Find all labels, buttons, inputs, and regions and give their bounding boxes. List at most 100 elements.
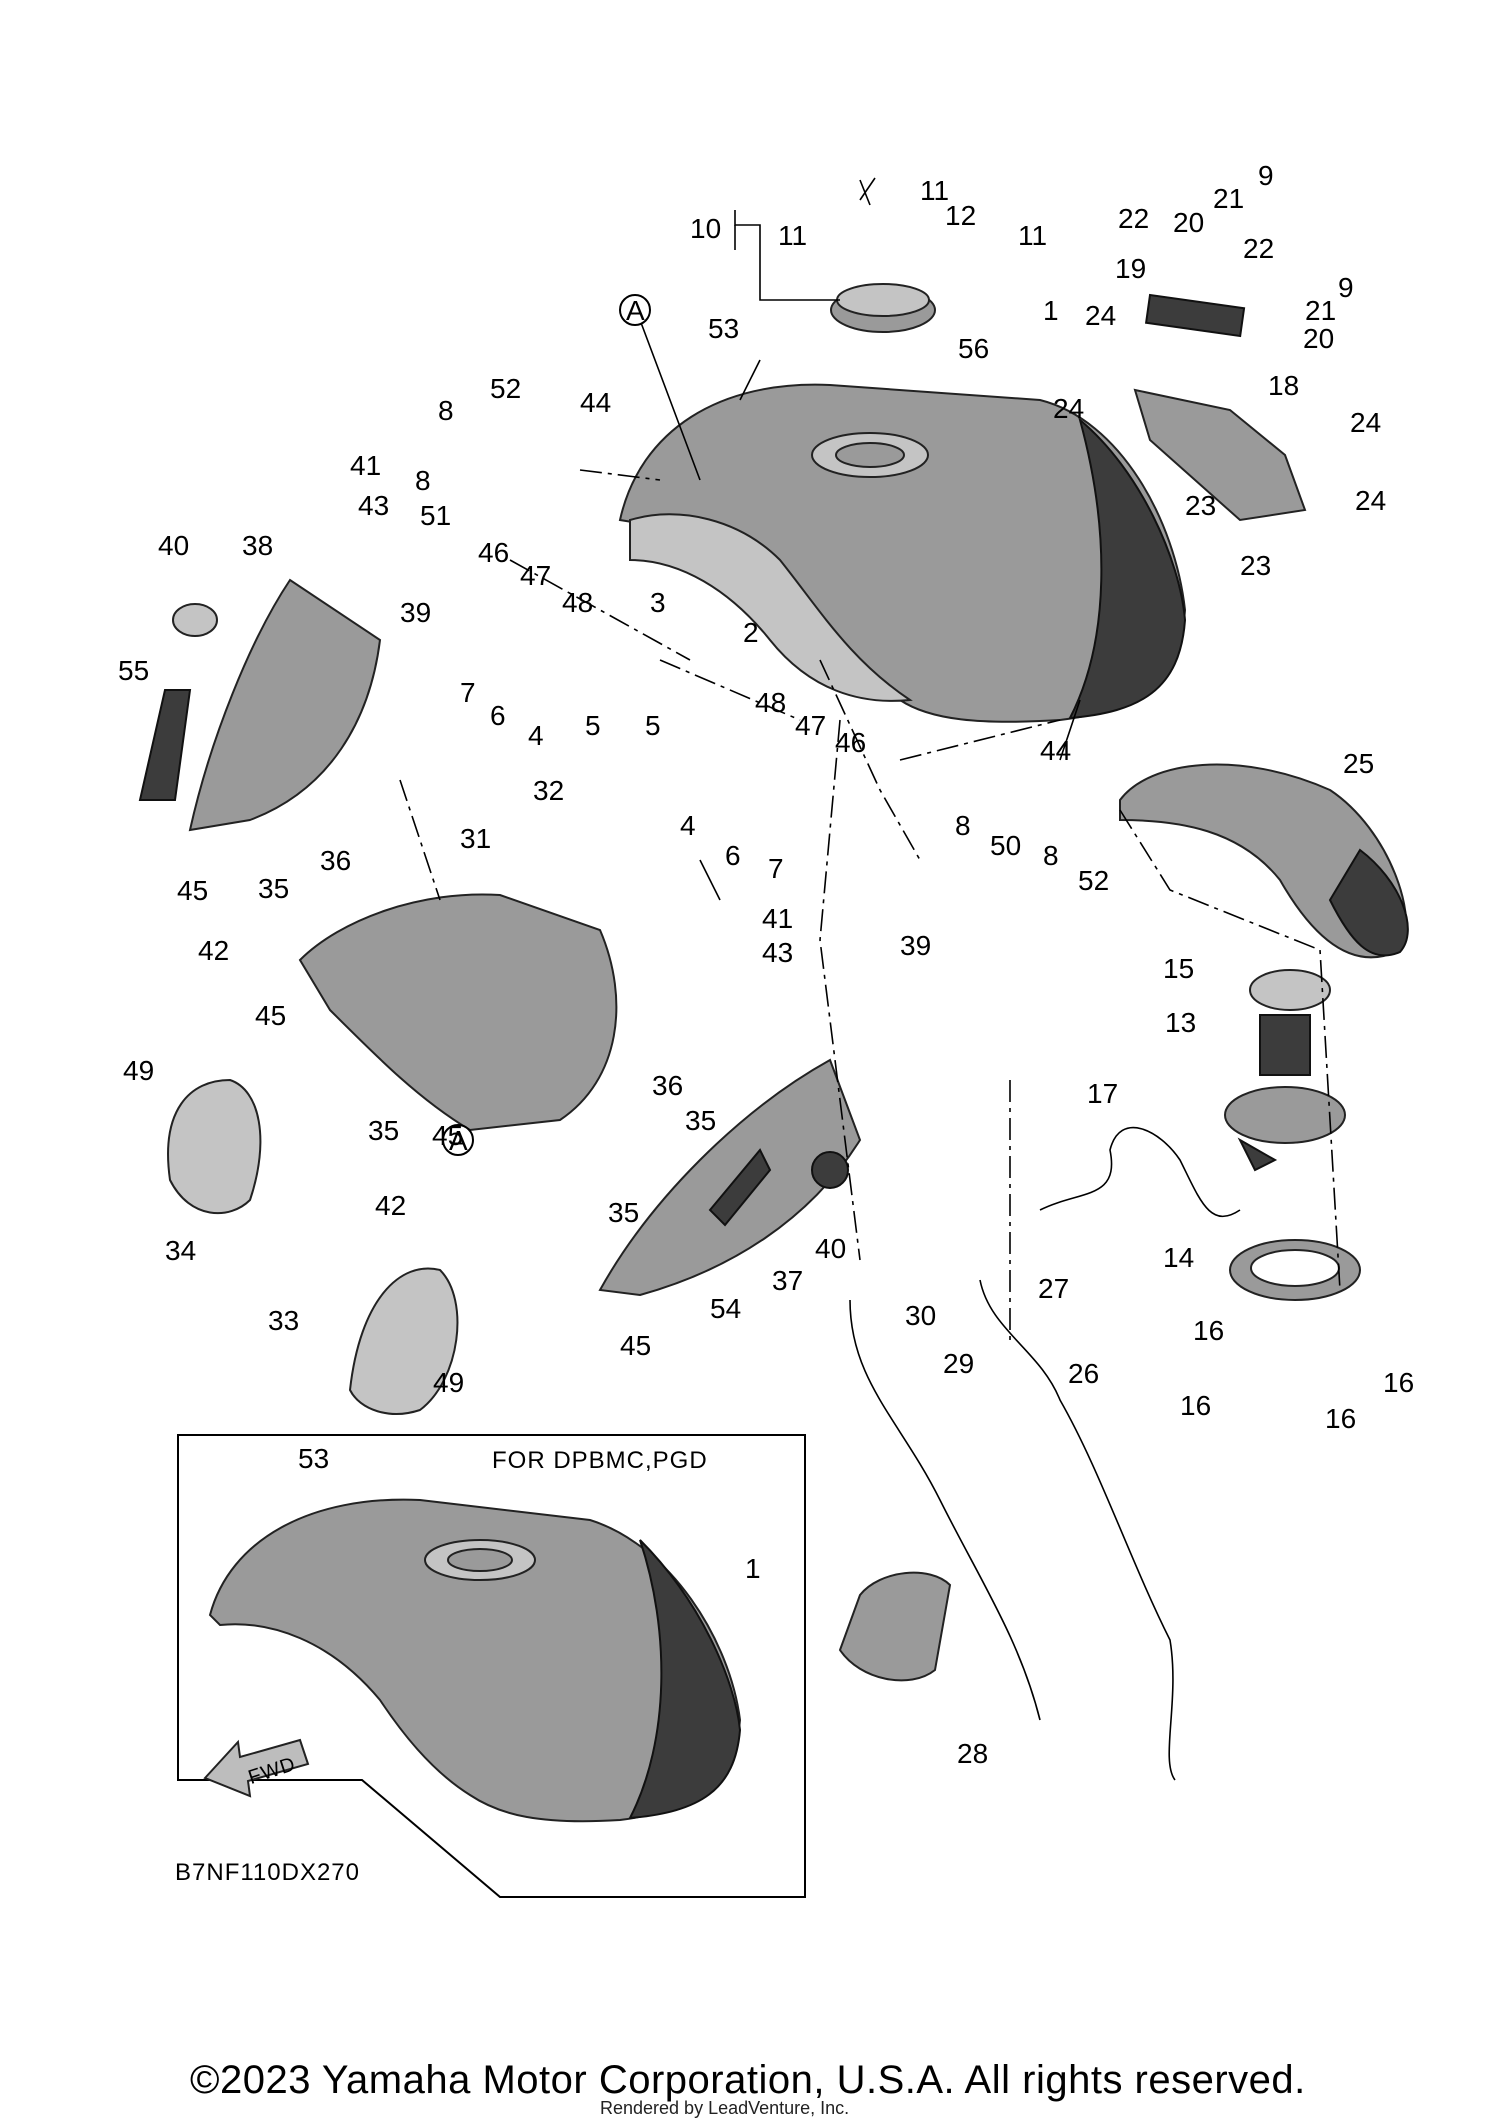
fuel-tank xyxy=(618,383,1187,723)
knee-pad-right xyxy=(348,1267,459,1415)
callout: 35 xyxy=(368,1115,399,1146)
callout: 13 xyxy=(1165,1007,1196,1038)
callout: 21 xyxy=(1305,295,1336,326)
callout: 52 xyxy=(490,373,521,404)
breather-hose-1 xyxy=(979,1279,1176,1781)
callout: 9 xyxy=(1338,272,1354,303)
callout: 40 xyxy=(158,530,189,561)
callout: 45 xyxy=(620,1330,651,1361)
callout: 30 xyxy=(905,1300,936,1331)
callout: 47 xyxy=(795,710,826,741)
callout: 8 xyxy=(955,810,971,841)
callout: 35 xyxy=(258,873,289,904)
callout: 3 xyxy=(650,587,666,618)
callout: 22 xyxy=(1118,203,1149,234)
callout: 7 xyxy=(460,677,476,708)
callout: 35 xyxy=(608,1197,639,1228)
knee-pad-left xyxy=(167,1078,262,1214)
callout: 6 xyxy=(725,840,741,871)
callout: 35 xyxy=(685,1105,716,1136)
callout: 10 xyxy=(690,213,721,244)
callout: 1 xyxy=(745,1553,761,1584)
callout: 24 xyxy=(1053,393,1084,424)
callout: 8 xyxy=(1043,840,1059,871)
callout: 16 xyxy=(1180,1390,1211,1421)
copyright-notice: ©2023 Yamaha Motor Corporation, U.S.A. A… xyxy=(190,2058,1306,2102)
callout: 40 xyxy=(815,1233,846,1264)
callout: 54 xyxy=(710,1293,741,1324)
callout: 41 xyxy=(350,450,381,481)
callout: 24 xyxy=(1355,485,1386,516)
callout: 49 xyxy=(433,1367,464,1398)
callout: 2 xyxy=(743,617,759,648)
callout: 7 xyxy=(768,853,784,884)
callout: 39 xyxy=(400,597,431,628)
reference-marker-a-top: A xyxy=(619,294,651,326)
right-side-cover xyxy=(598,1058,862,1297)
callout: 46 xyxy=(478,537,509,568)
callout: 22 xyxy=(1243,233,1274,264)
callout: 27 xyxy=(1038,1273,1069,1304)
callout: 56 xyxy=(958,333,989,364)
callout: 47 xyxy=(520,560,551,591)
callout: 31 xyxy=(460,823,491,854)
callout: 26 xyxy=(1068,1358,1099,1389)
callout: 38 xyxy=(242,530,273,561)
callout: 16 xyxy=(1383,1367,1414,1398)
callout: 33 xyxy=(268,1305,299,1336)
callout: 39 xyxy=(900,930,931,961)
callout: 44 xyxy=(1040,735,1071,766)
rendered-by-notice: Rendered by LeadVenture, Inc. xyxy=(600,2098,850,2118)
callout: 11 xyxy=(920,175,949,206)
front-cover xyxy=(298,893,618,1132)
callout: 23 xyxy=(1240,550,1271,581)
callout: 8 xyxy=(415,465,431,496)
left-side-cover xyxy=(138,578,382,832)
fuel-pump-plate xyxy=(1229,1239,1361,1301)
callout: 28 xyxy=(957,1738,988,1769)
protector xyxy=(838,1571,952,1682)
callout: 41 xyxy=(762,903,793,934)
callout: 17 xyxy=(1087,1078,1118,1109)
callout: 6 xyxy=(490,700,506,731)
inset-box xyxy=(177,1434,806,1898)
callout: 20 xyxy=(1173,207,1204,238)
callout: 1 xyxy=(1043,295,1059,326)
bracket xyxy=(1133,293,1307,522)
fuel-pump xyxy=(1224,969,1346,1172)
reference-marker-label: A xyxy=(626,295,645,326)
callout: 8 xyxy=(438,395,454,426)
reference-marker-a-bottom: A xyxy=(442,1124,474,1156)
callout: 37 xyxy=(772,1265,803,1296)
callout: 43 xyxy=(358,490,389,521)
callout: 34 xyxy=(165,1235,196,1266)
callout: 50 xyxy=(990,830,1021,861)
callout: 16 xyxy=(1325,1403,1356,1434)
callout: 51 xyxy=(420,500,451,531)
callout: 32 xyxy=(533,775,564,806)
callout: 55 xyxy=(118,655,149,686)
callout: 48 xyxy=(755,687,786,718)
callout: 11 xyxy=(1018,220,1047,251)
callout: 48 xyxy=(562,587,593,618)
callout: 36 xyxy=(652,1070,683,1101)
callout: 43 xyxy=(762,937,793,968)
callout: 49 xyxy=(123,1055,154,1086)
reference-marker-label: A xyxy=(449,1125,468,1156)
callout: 12 xyxy=(945,200,976,231)
diagram-code: B7NF110DX270 xyxy=(175,1859,360,1886)
callout: 15 xyxy=(1163,953,1194,984)
rear-cover xyxy=(1119,763,1409,959)
fuel-cap xyxy=(830,177,936,333)
callout: 19 xyxy=(1115,253,1146,284)
callout: 45 xyxy=(432,1120,463,1151)
callout: 53 xyxy=(298,1443,329,1474)
callout: 9 xyxy=(1258,160,1274,191)
callout: 11 xyxy=(778,220,807,251)
callout: 42 xyxy=(198,935,229,966)
breather-hose-2 xyxy=(849,1299,1041,1721)
callout: 24 xyxy=(1350,407,1381,438)
inset-label: FOR DPBMC,PGD xyxy=(492,1447,708,1474)
callout: 4 xyxy=(680,810,696,841)
